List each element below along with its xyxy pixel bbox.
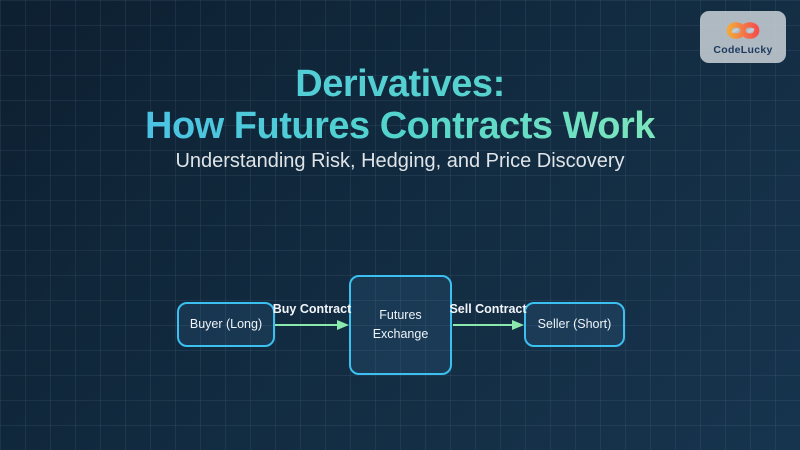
- edge-label-buy-contract: Buy Contract: [272, 302, 352, 316]
- node-buyer-long: Buyer (Long): [177, 302, 275, 347]
- arrowhead-right-icon: [337, 320, 349, 330]
- codelucky-logo-card: CodeLucky: [700, 11, 786, 63]
- page-title-line-1: Derivatives:: [0, 63, 800, 105]
- edge-label-sell-contract: Sell Contract: [449, 302, 527, 316]
- title-block: Derivatives: How Futures Contracts Work …: [0, 63, 800, 173]
- page-subtitle: Understanding Risk, Hedging, and Price D…: [175, 150, 625, 172]
- brand-name: CodeLucky: [713, 44, 773, 56]
- edge-line-sell-contract: [453, 324, 512, 326]
- node-seller-short: Seller (Short): [524, 302, 625, 347]
- node-futures-exchange: Futures Exchange: [349, 275, 452, 375]
- arrowhead-right-icon: [512, 320, 524, 330]
- infinity-icon: [726, 22, 760, 39]
- page-title-line-2: How Futures Contracts Work: [0, 105, 800, 147]
- edge-line-buy-contract: [275, 324, 337, 326]
